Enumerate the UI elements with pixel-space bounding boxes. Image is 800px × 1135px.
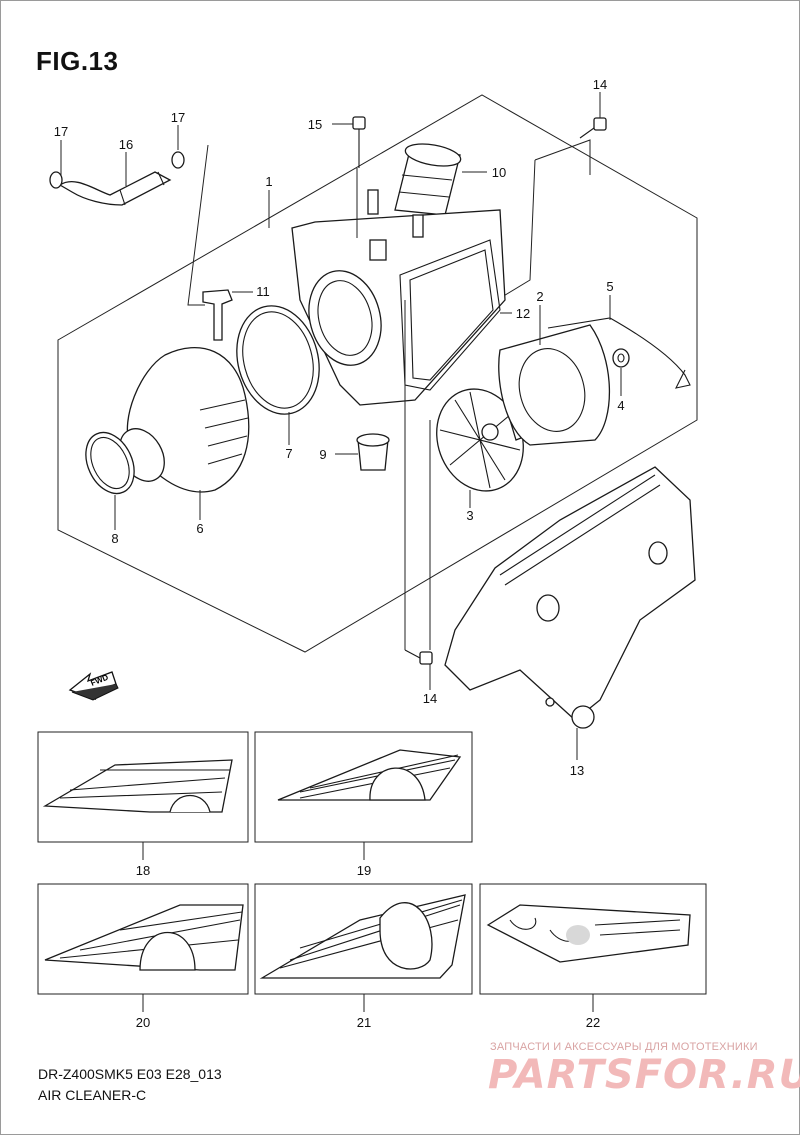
decal-panel-19[interactable] — [254, 731, 473, 843]
callout-7: 7 — [285, 446, 292, 461]
part-4-grommet[interactable] — [612, 348, 630, 368]
callout-16: 16 — [119, 137, 133, 152]
part-17-clamp-right[interactable] — [171, 151, 185, 169]
part-8-clamp[interactable] — [77, 425, 144, 502]
part-16-breather-hose[interactable] — [58, 171, 172, 206]
figure-title: FIG.13 — [36, 46, 119, 76]
callout-14-top: 14 — [593, 77, 607, 92]
callout-12: 12 — [516, 306, 530, 321]
watermark-tagline: ЗАПЧАСТИ И АКСЕССУАРЫ ДЛЯ МОТОТЕХНИКИ — [490, 1041, 758, 1053]
callout-4: 4 — [617, 398, 624, 413]
callout-2: 2 — [536, 289, 543, 304]
part-14-screw-top[interactable] — [579, 117, 607, 139]
callout-15: 15 — [308, 117, 322, 132]
callout-3: 3 — [466, 508, 473, 523]
decal-panel-21[interactable] — [254, 883, 473, 995]
part-6-intake-duct[interactable] — [111, 347, 250, 493]
callout-17-right: 17 — [171, 110, 185, 125]
forward-arrow-icon: FWD — [68, 671, 119, 701]
part-5-wire-holder[interactable] — [547, 317, 691, 389]
decal-panel-18[interactable] — [37, 731, 249, 843]
callout-10: 10 — [492, 165, 506, 180]
assembly-boundary — [57, 94, 698, 653]
callout-19: 19 — [357, 863, 371, 878]
callout-8: 8 — [111, 531, 118, 546]
callout-13: 13 — [570, 763, 584, 778]
part-15-bolt[interactable] — [352, 116, 366, 168]
callout-1: 1 — [265, 174, 272, 189]
callout-22: 22 — [586, 1015, 600, 1030]
footer-assembly-name: AIR CLEANER-C — [38, 1087, 147, 1103]
part-13-side-cover[interactable] — [444, 466, 696, 729]
callout-11: 11 — [256, 284, 270, 299]
part-17-clamp-left[interactable] — [49, 171, 63, 189]
callout-20: 20 — [136, 1015, 150, 1030]
part-10-intake-boot[interactable] — [394, 140, 462, 216]
cover-leader-box — [496, 139, 591, 301]
callout-5: 5 — [606, 279, 613, 294]
part-7-band-ring[interactable] — [225, 297, 331, 424]
watermark-brand: PARTSFOR.RU — [488, 1052, 800, 1098]
callout-9: 9 — [319, 447, 326, 462]
callout-21: 21 — [357, 1015, 371, 1030]
callout-18: 18 — [136, 863, 150, 878]
callout-17-left: 17 — [54, 124, 68, 139]
callout-14-bottom: 14 — [423, 691, 437, 706]
decal-panel-22[interactable] — [479, 883, 707, 995]
decal-panel-20[interactable] — [37, 883, 249, 995]
part-14-screw-bottom[interactable] — [404, 649, 433, 665]
part-12-seal-gasket[interactable] — [399, 239, 501, 391]
footer-model-code: DR-Z400SMK5 E03 E28_013 — [38, 1066, 222, 1082]
callout-6: 6 — [196, 521, 203, 536]
part-1-air-cleaner-case[interactable] — [291, 189, 506, 406]
breather-boundary — [187, 144, 209, 306]
part-11-elbow-fitting[interactable] — [202, 289, 233, 341]
part-9-drain-plug[interactable] — [356, 433, 390, 471]
leader-lines — [60, 92, 622, 1012]
part-2-filter-element[interactable] — [498, 324, 611, 446]
